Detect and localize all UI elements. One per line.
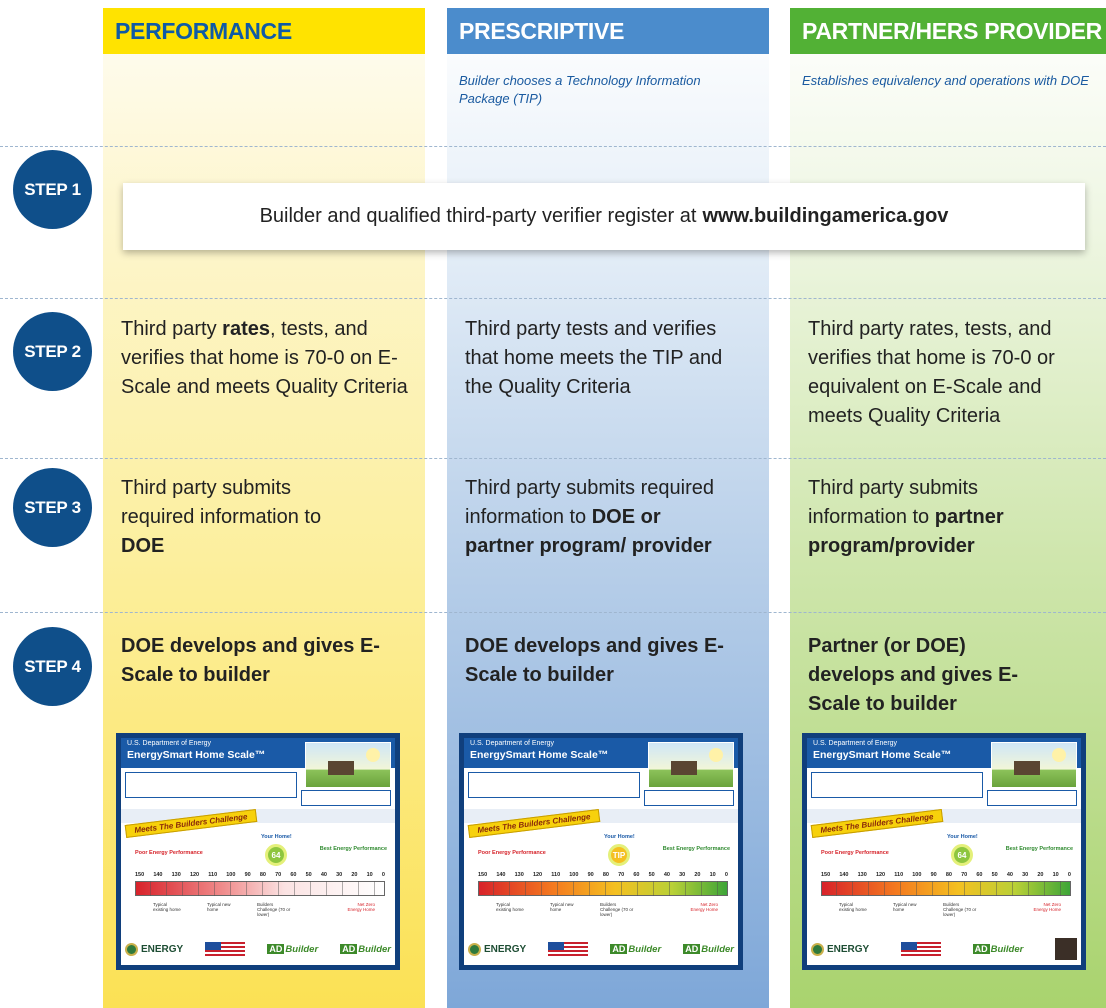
your-home-label: Your Home! <box>261 834 292 840</box>
score-badge: TIP <box>608 844 630 866</box>
step-2-badge: STEP 2 <box>13 312 92 391</box>
poor-label: Poor Energy Performance <box>478 850 546 856</box>
poor-label: Poor Energy Performance <box>135 850 203 856</box>
row-divider <box>0 298 1106 299</box>
poor-label: Poor Energy Performance <box>821 850 889 856</box>
performance-header: PERFORMANCE <box>103 8 425 54</box>
house-photo <box>991 742 1077 788</box>
partner-header: PARTNER/HERS PROVIDER <box>790 8 1106 54</box>
step-3-performance: Third party submits required information… <box>121 477 322 557</box>
step-2-prescriptive: Third party tests and verifies that home… <box>465 318 723 398</box>
house-logo <box>1054 938 1077 960</box>
step-3-partner: Third party submits information to partn… <box>808 477 1004 557</box>
your-home-label: Your Home! <box>604 834 635 840</box>
scale-labels: Typical existing home Typical new home B… <box>839 902 1061 917</box>
scale-bar <box>478 881 728 896</box>
row-divider <box>0 458 1106 459</box>
card-address-box <box>987 790 1077 806</box>
card-address-box <box>644 790 734 806</box>
prescriptive-header: PRESCRIPTIVE <box>447 8 769 54</box>
partner-subtitle: Establishes equivalency and operations w… <box>802 73 1089 88</box>
best-label: Best Energy Performance <box>319 846 387 852</box>
step-3-badge: STEP 3 <box>13 468 92 547</box>
step-4-performance: DOE develops and gives E-Scale to builde… <box>121 635 380 686</box>
doe-logo: ENERGY <box>468 942 526 956</box>
step-1-badge: STEP 1 <box>13 150 92 229</box>
flag-logo <box>900 942 941 956</box>
scale-bar <box>135 881 385 896</box>
step-1-url[interactable]: www.buildingamerica.gov <box>702 205 949 227</box>
house-photo <box>305 742 391 788</box>
step-3-prescriptive: Third party submits required information… <box>465 477 714 557</box>
score-badge: 64 <box>265 844 287 866</box>
row-divider <box>0 146 1106 147</box>
escale-card-performance: U.S. Department of Energy EnergySmart Ho… <box>116 733 400 970</box>
scale-labels: Typical existing home Typical new home B… <box>153 902 375 917</box>
score-badge: 64 <box>951 844 973 866</box>
flag-logo <box>205 942 246 956</box>
escale-card-prescriptive: U.S. Department of Energy EnergySmart Ho… <box>459 733 743 970</box>
step-2-performance: Third party rates, tests, and verifies t… <box>121 318 408 398</box>
best-label: Best Energy Performance <box>662 846 730 852</box>
step-4-badge: STEP 4 <box>13 627 92 706</box>
best-label: Best Energy Performance <box>1005 846 1073 852</box>
card-address-box <box>301 790 391 806</box>
scale-bar <box>821 881 1071 896</box>
your-home-label: Your Home! <box>947 834 978 840</box>
step-2-partner: Third party rates, tests, and verifies t… <box>808 318 1055 427</box>
card-info-box <box>811 772 983 798</box>
flag-logo <box>548 942 589 956</box>
step-4-partner: Partner (or DOE) develops and gives E-Sc… <box>808 635 1019 715</box>
scale-labels: Typical existing home Typical new home B… <box>496 902 718 917</box>
step-1-banner: Builder and qualified third-party verifi… <box>123 183 1085 250</box>
doe-logo: ENERGY <box>811 942 869 956</box>
card-info-box <box>125 772 297 798</box>
card-info-box <box>468 772 640 798</box>
row-divider <box>0 612 1106 613</box>
step-1-text: Builder and qualified third-party verifi… <box>259 205 697 227</box>
prescriptive-subtitle: Builder chooses a Technology Information… <box>459 73 701 106</box>
house-photo <box>648 742 734 788</box>
doe-logo: ENERGY <box>125 942 183 956</box>
escale-card-partner: U.S. Department of Energy EnergySmart Ho… <box>802 733 1086 970</box>
step-4-prescriptive: DOE develops and gives E-Scale to builde… <box>465 635 724 686</box>
